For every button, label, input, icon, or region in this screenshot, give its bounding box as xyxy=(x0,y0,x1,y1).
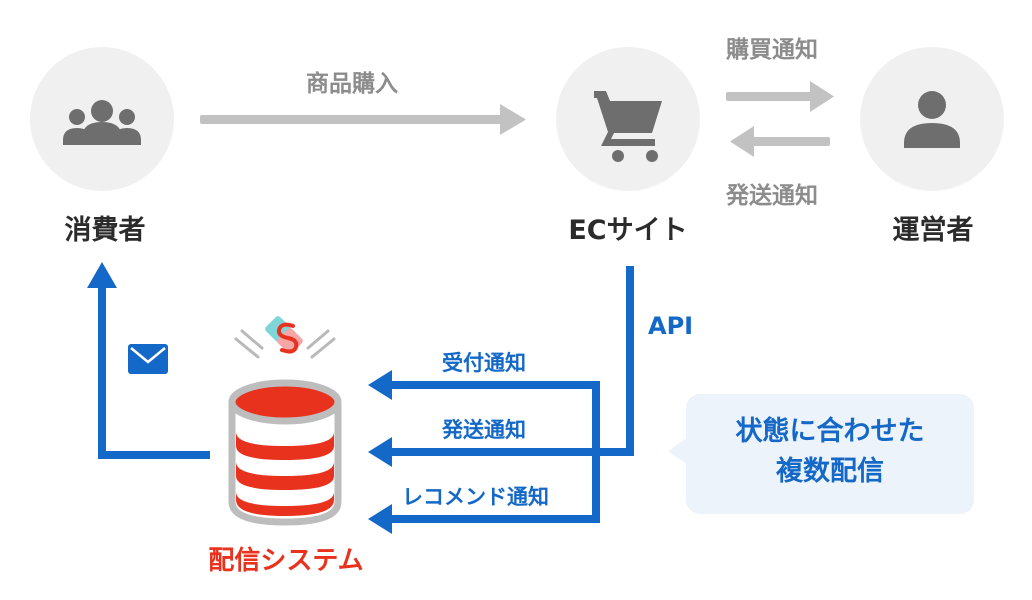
shopping-cart-icon xyxy=(594,91,662,162)
mail-icon xyxy=(128,344,168,374)
shipping-notice-top-arrow xyxy=(730,126,830,157)
operator-node xyxy=(860,47,1004,191)
database-icon xyxy=(228,379,342,526)
purchase-arrow xyxy=(200,104,526,135)
recommend-label: レコメンド通知 xyxy=(402,485,549,509)
order-received-arrow xyxy=(368,370,600,523)
logo-icon xyxy=(234,316,336,359)
shipping-notice-label: 発送通知 xyxy=(442,418,526,442)
delivery-system-label: 配信システム xyxy=(208,546,364,576)
consumer-return-arrow xyxy=(87,262,210,459)
ec-site-label: ECサイト xyxy=(568,215,688,246)
person-icon xyxy=(904,91,960,148)
consumer-node xyxy=(30,47,174,191)
purchase-notice-label: 購買通知 xyxy=(726,37,818,63)
operator-label: 運営者 xyxy=(892,215,974,246)
callout-line-2: 複数配信 xyxy=(776,456,884,487)
api-line xyxy=(368,266,634,467)
recommend-arrow xyxy=(368,504,600,534)
purchase-notice-arrow xyxy=(726,81,834,112)
callout-text: 状態に合わせた 複数配信 xyxy=(686,412,974,492)
users-group-icon xyxy=(63,100,141,145)
api-label: API xyxy=(648,312,694,340)
callout-line-1: 状態に合わせた xyxy=(735,416,925,447)
ec-site-node xyxy=(556,47,700,191)
callout-tail xyxy=(668,437,688,465)
consumer-label: 消費者 xyxy=(64,215,146,246)
purchase-label: 商品購入 xyxy=(306,71,398,97)
order-received-label: 受付通知 xyxy=(442,351,526,375)
shipping-notice-top-label: 発送通知 xyxy=(726,183,818,209)
callout-bubble xyxy=(686,394,974,514)
